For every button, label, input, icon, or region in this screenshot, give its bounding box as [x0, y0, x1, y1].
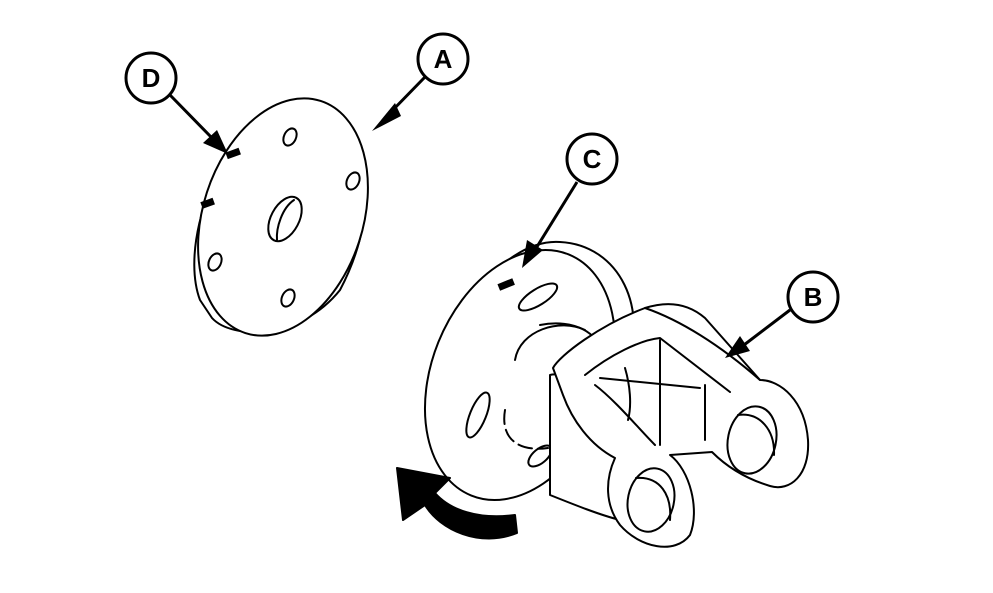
callout-d-label: D — [142, 63, 161, 93]
yoke-bore-left — [626, 467, 676, 533]
disc-bolt-hole-2 — [345, 171, 361, 191]
disc-part-a — [193, 97, 369, 337]
yoke-part-b — [549, 303, 810, 548]
callout-c: C — [522, 132, 619, 268]
flange-alignment-mark — [497, 278, 515, 291]
flange-slot-2 — [465, 391, 491, 439]
callout-b-label: B — [804, 282, 823, 312]
disc-bolt-hole-4 — [280, 288, 296, 308]
callout-a-label: A — [434, 44, 453, 74]
callout-d: D — [124, 51, 228, 154]
disc-bolt-hole-1 — [282, 127, 298, 147]
flange-slot-1 — [517, 282, 559, 312]
rotation-arrow — [396, 467, 518, 540]
disc-bolt-hole-3 — [207, 252, 223, 272]
callout-a: A — [372, 32, 470, 131]
disc-alignment-mark-upper — [225, 147, 241, 160]
callout-b: B — [725, 270, 840, 358]
disc-alignment-mark-lower — [200, 197, 215, 209]
yoke-body — [552, 303, 810, 548]
callout-c-label: C — [583, 144, 602, 174]
